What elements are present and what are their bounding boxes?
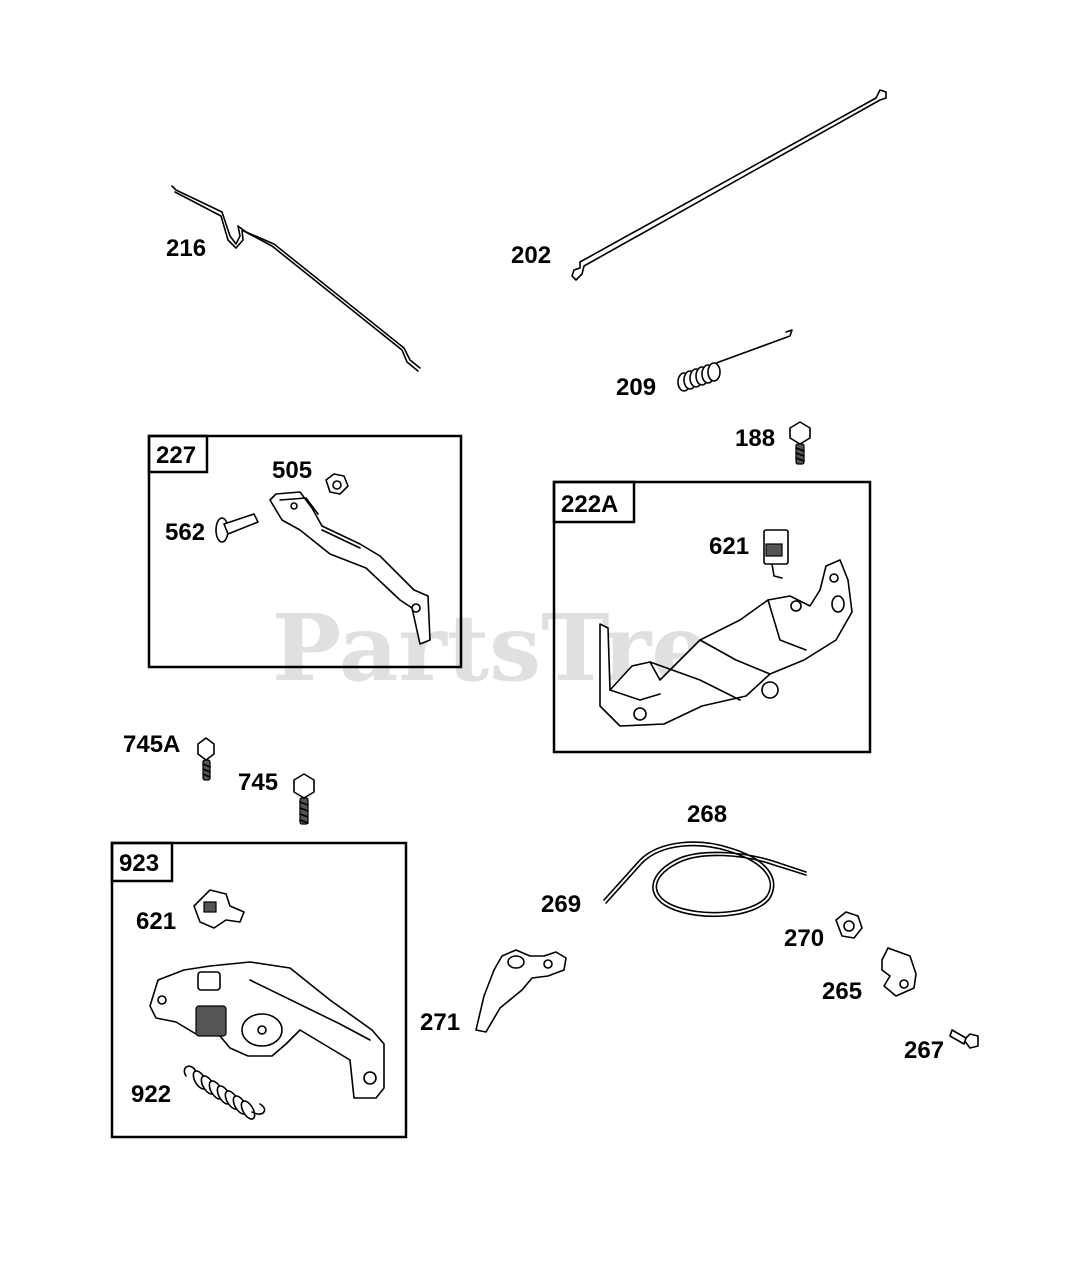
group-label-923: 923	[119, 850, 159, 877]
control-bracket-923[interactable]	[149, 961, 385, 1099]
bolt-188[interactable]	[789, 421, 811, 465]
label-621b: 621	[136, 908, 176, 935]
label-621a: 621	[709, 533, 749, 560]
governor-spring-209[interactable]	[677, 329, 793, 392]
label-562: 562	[165, 519, 205, 546]
nut-270[interactable]	[835, 911, 863, 939]
label-269: 269	[541, 891, 581, 918]
bolt-745[interactable]	[293, 773, 315, 825]
label-188: 188	[735, 425, 775, 452]
label-209: 209	[616, 374, 656, 401]
control-lever-227[interactable]	[269, 491, 431, 645]
bolt-745A[interactable]	[197, 737, 215, 781]
cable-clamp-265[interactable]	[881, 947, 917, 997]
label-265: 265	[822, 978, 862, 1005]
group-222A[interactable]: 222A	[552, 480, 872, 754]
group-label-227: 227	[156, 442, 196, 469]
governor-link-216[interactable]	[171, 185, 421, 372]
label-216: 216	[166, 235, 206, 262]
clip-621-222A[interactable]	[763, 529, 789, 579]
control-bracket-222A[interactable]	[599, 559, 853, 727]
choke-cable-268[interactable]	[603, 841, 807, 918]
group-227[interactable]: 227	[147, 434, 463, 669]
pin-562[interactable]	[215, 513, 259, 543]
cable-bracket-271[interactable]	[475, 949, 567, 1033]
screw-267[interactable]	[949, 1029, 979, 1049]
spring-922[interactable]	[183, 1065, 266, 1121]
label-267: 267	[904, 1037, 944, 1064]
group-label-222A: 222A	[561, 491, 618, 518]
label-271: 271	[420, 1009, 460, 1036]
nut-505[interactable]	[325, 473, 349, 495]
label-505: 505	[272, 457, 312, 484]
label-202: 202	[511, 242, 551, 269]
label-270: 270	[784, 925, 824, 952]
label-922: 922	[131, 1081, 171, 1108]
label-745: 745	[238, 769, 278, 796]
label-268: 268	[687, 801, 727, 828]
throttle-link-202[interactable]	[571, 89, 887, 281]
group-923[interactable]: 923	[110, 841, 408, 1139]
clip-621-923[interactable]	[193, 889, 245, 929]
label-745A: 745A	[123, 731, 180, 758]
